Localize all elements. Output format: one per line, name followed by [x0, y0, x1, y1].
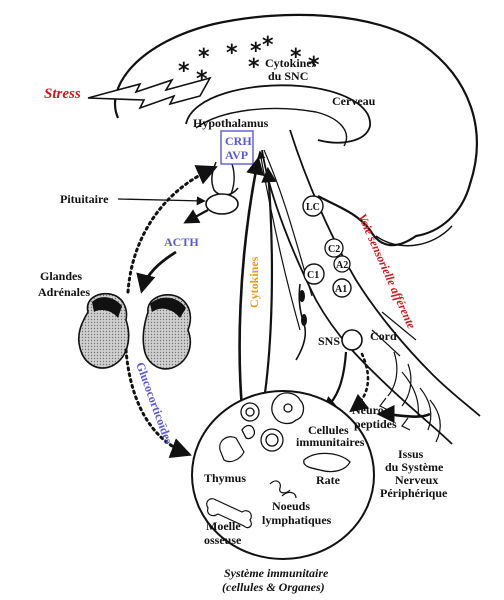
feedback-dotted-arrow	[126, 165, 218, 294]
issus-label-3: Nerveux	[395, 473, 438, 487]
chain-node-1	[299, 290, 305, 302]
c1-circle	[303, 263, 325, 285]
pituitaire-pointer	[117, 196, 206, 206]
moelle-label-2: osseuse	[204, 533, 242, 547]
neuropeptides-label-2: peptides	[354, 417, 397, 431]
pituitary-gland	[205, 193, 239, 215]
a2-circle	[333, 255, 351, 273]
pathway-line-a	[257, 150, 301, 331]
stress-lightning-arrow	[87, 76, 212, 110]
issus-label-4: Périphérique	[380, 486, 448, 500]
sns-dotted-arrow	[349, 352, 370, 413]
glandes-label: Glandes	[40, 269, 82, 283]
brain-outline	[113, 13, 478, 247]
cerveau-label: Cerveau	[332, 94, 376, 108]
stress-label: Stress	[44, 86, 81, 102]
noeuds-label-2: lymphatiques	[262, 513, 332, 527]
adrenal-glands	[77, 292, 192, 370]
systeme-label-2: (cellules & Organes)	[222, 580, 325, 594]
rate-label: Rate	[316, 473, 341, 487]
svg-text:*: *	[262, 33, 274, 58]
c2-circle	[324, 238, 344, 258]
spinal-cord	[371, 311, 441, 443]
pituitaire-label: Pituitaire	[60, 192, 109, 206]
a1-circle	[332, 278, 352, 298]
cytokines-up-arrow-2	[260, 166, 277, 415]
cytokines-snc-label-2: du SNC	[268, 69, 308, 83]
systeme-label-1: Système immunitaire	[224, 566, 329, 580]
cellules-label-2: immunitaires	[296, 435, 365, 449]
lc-label: LC	[306, 202, 320, 213]
svg-text:*: *	[290, 45, 302, 70]
thymus-label: Thymus	[204, 471, 246, 485]
cytokines-snc-label-1: Cytokines	[265, 56, 317, 70]
acth-label: ACTH	[164, 235, 199, 249]
pituitary-to-acth-arrow	[183, 209, 209, 224]
c1-label: C1	[307, 270, 319, 281]
voie-sensorielle-label: Voie sensorielle afférente	[355, 212, 419, 332]
cord-label: Cord	[370, 329, 397, 343]
brain-inner-curve	[185, 84, 371, 144]
sns-label: SNS	[318, 334, 340, 348]
svg-text:*: *	[226, 41, 238, 66]
a1-label: A1	[335, 284, 347, 295]
brainstem-right	[289, 129, 481, 417]
adrenales-label: Adrénales	[38, 285, 90, 299]
cerebellum	[375, 225, 453, 247]
svg-text:*: *	[178, 59, 190, 84]
svg-text:*: *	[248, 55, 260, 80]
neuropeptides-label-1: Neuro-	[352, 403, 388, 417]
issus-label-1: Issus	[398, 447, 424, 461]
lc-circle	[302, 195, 324, 217]
pituitary-stalk	[229, 163, 235, 197]
thymus-shape	[219, 436, 245, 463]
a2-label: A2	[336, 260, 348, 271]
rate-shape	[303, 452, 351, 473]
corpus-callosum	[195, 107, 348, 147]
lymph-nodes-shape	[269, 480, 297, 499]
cytokine-asterisks: * * * * * * * * *	[178, 33, 320, 92]
cytokines-vertical-label: Cytokines	[247, 256, 261, 308]
avp-label: AVP	[225, 148, 248, 162]
immune-cells	[240, 392, 305, 452]
svg-text:*: *	[198, 45, 210, 70]
sns-node	[341, 329, 363, 351]
noeuds-label-1: Noeuds	[272, 499, 310, 513]
hypothalamus-label: Hypothalamus	[193, 116, 269, 130]
svg-text:*: *	[250, 39, 262, 64]
svg-text:*: *	[308, 53, 320, 78]
glucocorticoid-dotted-arrow	[124, 348, 192, 459]
crh-label: CRH	[225, 134, 252, 148]
moelle-label-1: Moelle	[206, 519, 241, 533]
c2-label: C2	[328, 244, 340, 255]
cellules-label-1: Cellules	[308, 423, 349, 437]
chain-node-2	[301, 314, 307, 326]
issus-label-2: du Système	[385, 460, 444, 474]
bone-shape	[206, 498, 252, 529]
neuropeptides-arrow	[376, 404, 431, 424]
acth-to-adrenals-arrow	[136, 250, 177, 294]
